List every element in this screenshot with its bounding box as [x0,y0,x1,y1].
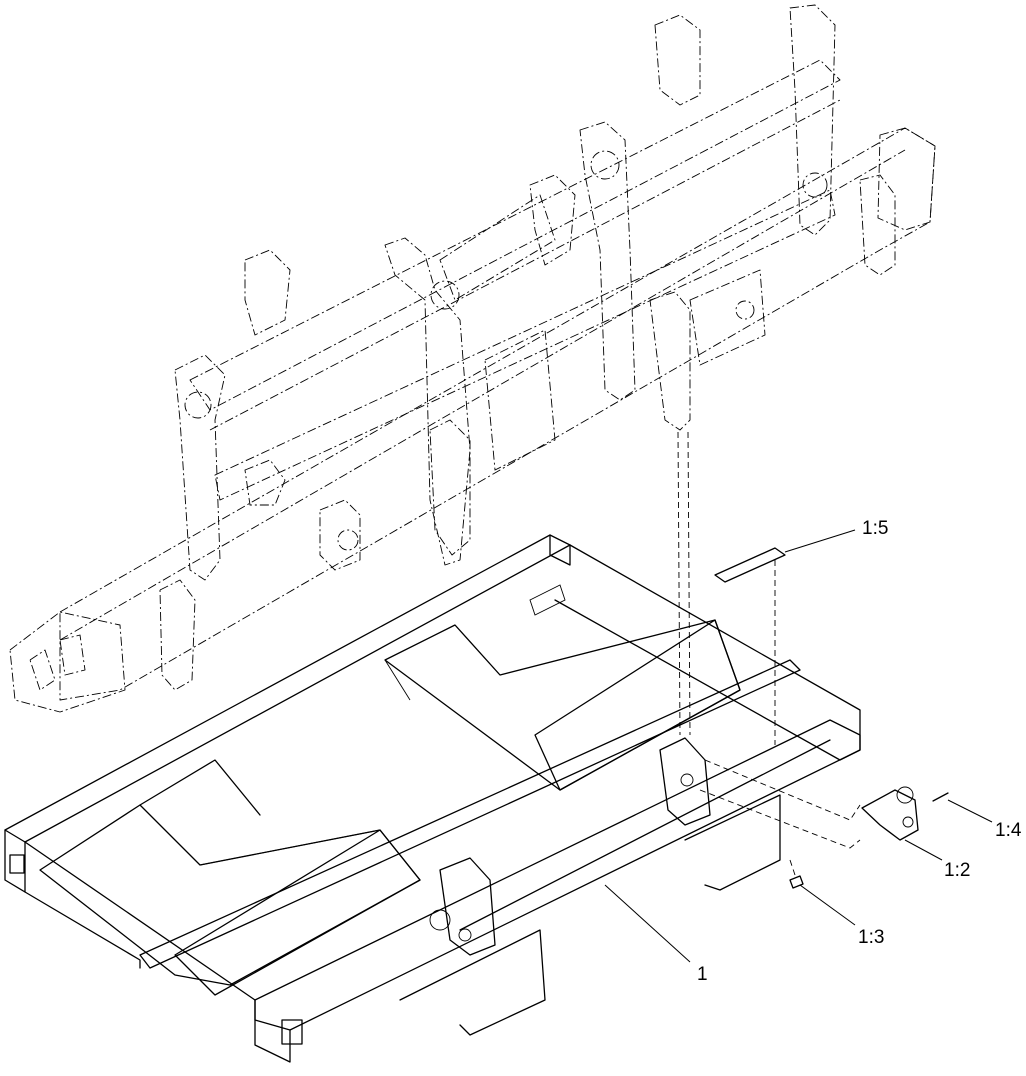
decal-part [714,547,786,583]
callout-1-2: 1:2 [944,860,970,881]
callout-leaders [604,529,993,963]
assembly-guide-lines [677,431,861,876]
tray-pans [39,619,741,996]
leader-1-4 [947,799,993,823]
leader-1-2 [904,839,943,861]
leader-1-3 [799,884,856,926]
callout-1-4: 1:4 [995,820,1022,841]
callout-1-3: 1:3 [858,927,884,948]
hitch-brackets [429,584,711,956]
leader-1-5 [784,529,856,553]
callout-1: 1 [697,964,708,985]
callout-1-5: 1:5 [862,518,888,539]
new-mount-frame [4,534,861,1063]
hardware-parts [789,786,949,889]
leader-1 [604,884,691,963]
phantom-frame-assembly [9,4,936,713]
